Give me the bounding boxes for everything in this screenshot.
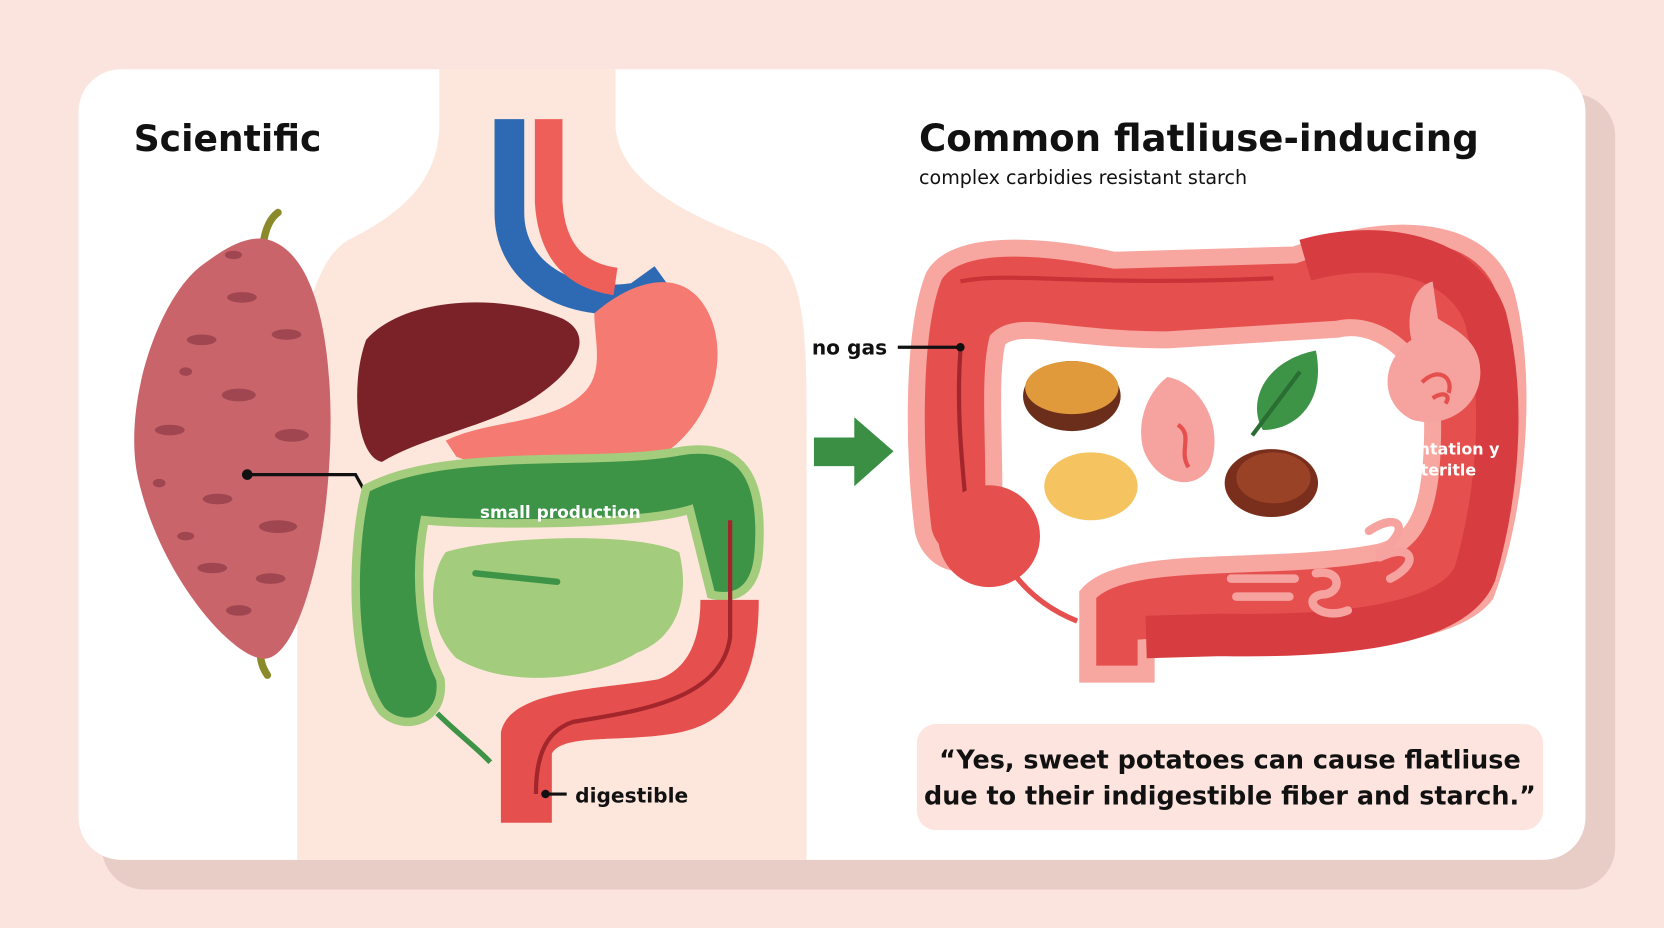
- quote-box: [916, 724, 1544, 831]
- small-intestine-illustration: [351, 445, 764, 765]
- colon-illustration: [500, 520, 759, 823]
- artery-icon: [534, 119, 618, 296]
- right-subtitle: complex carbidies resistant starch: [919, 166, 1247, 189]
- no-gas-label: no gas: [812, 336, 887, 360]
- digestible-label: digestible: [575, 784, 688, 808]
- small-intestine-label: small production: [480, 503, 641, 523]
- pointer-dot: [956, 343, 965, 352]
- right-title: Common flatliuse-inducing: [919, 117, 1479, 160]
- sweet-potato-illustration: [134, 208, 331, 679]
- left-title: Scientific: [134, 118, 322, 160]
- potato-slice-icon: [1044, 452, 1138, 521]
- fermentation-label-line1: fermentation y: [1366, 439, 1500, 458]
- pointer-dot: [241, 469, 253, 480]
- quote-line-1: “Yes, sweet potatoes can cause flatliuse: [939, 746, 1521, 776]
- liver-illustration: [357, 302, 580, 462]
- quote-line-2: due to their indigestible fiber and star…: [924, 782, 1536, 812]
- large-intestine-illustration: [907, 224, 1527, 683]
- gut-organ-icon: [1141, 376, 1215, 483]
- fermentation-label-line2: bacteritle: [1389, 461, 1476, 480]
- food-items-illustration: [1023, 350, 1319, 521]
- arrow-right-icon: [813, 417, 894, 487]
- stomach-illustration: [445, 282, 718, 477]
